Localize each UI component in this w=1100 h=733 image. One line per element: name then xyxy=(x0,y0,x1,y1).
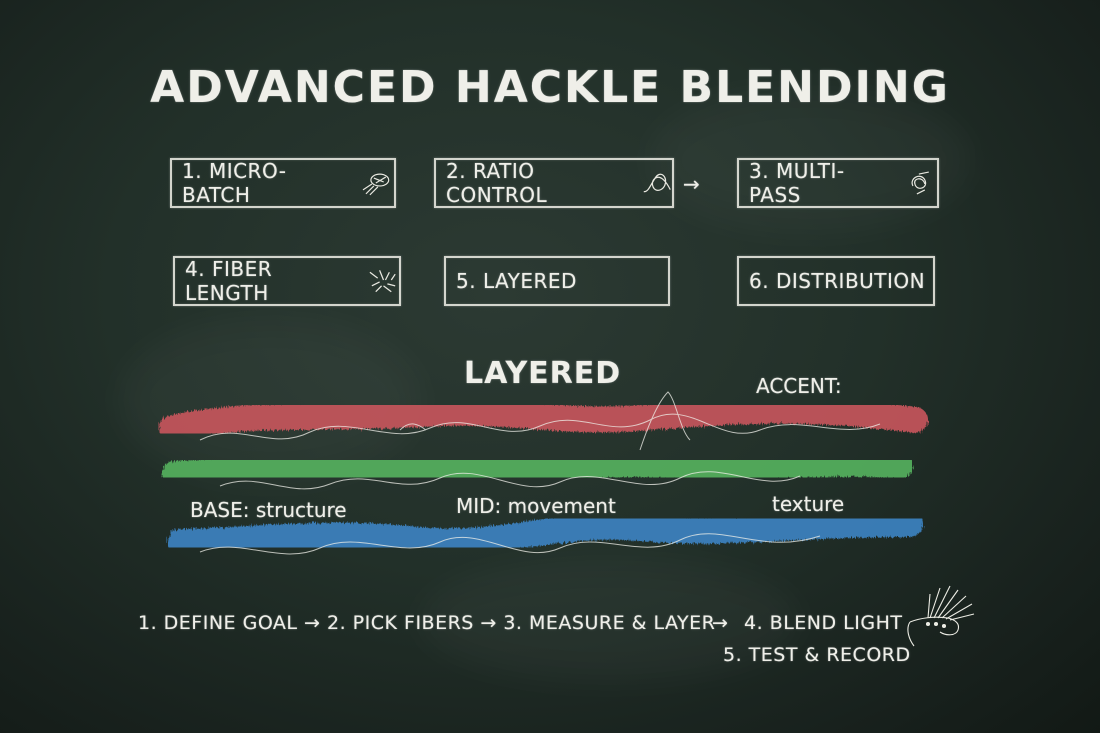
swirl-icon xyxy=(911,171,930,195)
process-steps-line-1: 1. DEFINE GOAL → 2. PICK FIBERS → 3. MEA… xyxy=(138,612,716,634)
step-box-distribution: 6. DISTRIBUTION xyxy=(737,256,935,306)
step-box-layered: 5. LAYERED xyxy=(444,256,670,306)
step-box-label: 1. MICRO-BATCH xyxy=(182,159,287,207)
step-box-label: 3. MULTI-PASS xyxy=(749,159,845,207)
process-steps-arrow: → xyxy=(712,612,729,634)
fiber-strands xyxy=(199,391,881,555)
mid-layer-label: MID: movement xyxy=(456,494,616,518)
hackle-fly-icon xyxy=(907,585,975,647)
board-title: ADVANCED HACKLE BLENDING xyxy=(150,62,950,113)
step-box-ratio-control: 2. RATIO CONTROL xyxy=(434,158,674,208)
scatter-icon xyxy=(369,270,396,293)
step-box-label: 6. DISTRIBUTION xyxy=(749,269,926,293)
accent-layer-desc: texture xyxy=(772,492,845,516)
step-box-multi-pass: 3. MULTI-PASS xyxy=(737,158,939,208)
step-box-micro-batch: 1. MICRO-BATCH xyxy=(170,158,396,208)
process-step-test-record: 5. TEST & RECORD xyxy=(723,644,911,666)
mid-layer-band xyxy=(162,450,913,487)
step-box-label: 5. LAYERED xyxy=(456,269,577,293)
connector-arrow: → xyxy=(683,172,700,196)
step-box-label: 2. RATIO CONTROL xyxy=(446,159,548,207)
step-box-fiber-length: 4. FIBER LENGTH xyxy=(173,256,401,306)
base-layer-label: BASE: structure xyxy=(190,498,347,522)
fiber-tuft-icon xyxy=(362,173,390,196)
accent-layer-band xyxy=(159,397,928,441)
layered-title: LAYERED xyxy=(464,356,622,391)
accent-label: ACCENT: xyxy=(756,374,842,398)
loop-icon xyxy=(643,173,671,193)
base-layer-band xyxy=(167,511,923,555)
step-box-label: 4. FIBER LENGTH xyxy=(185,257,273,305)
process-step-blend-light: 4. BLEND LIGHT xyxy=(744,612,903,634)
